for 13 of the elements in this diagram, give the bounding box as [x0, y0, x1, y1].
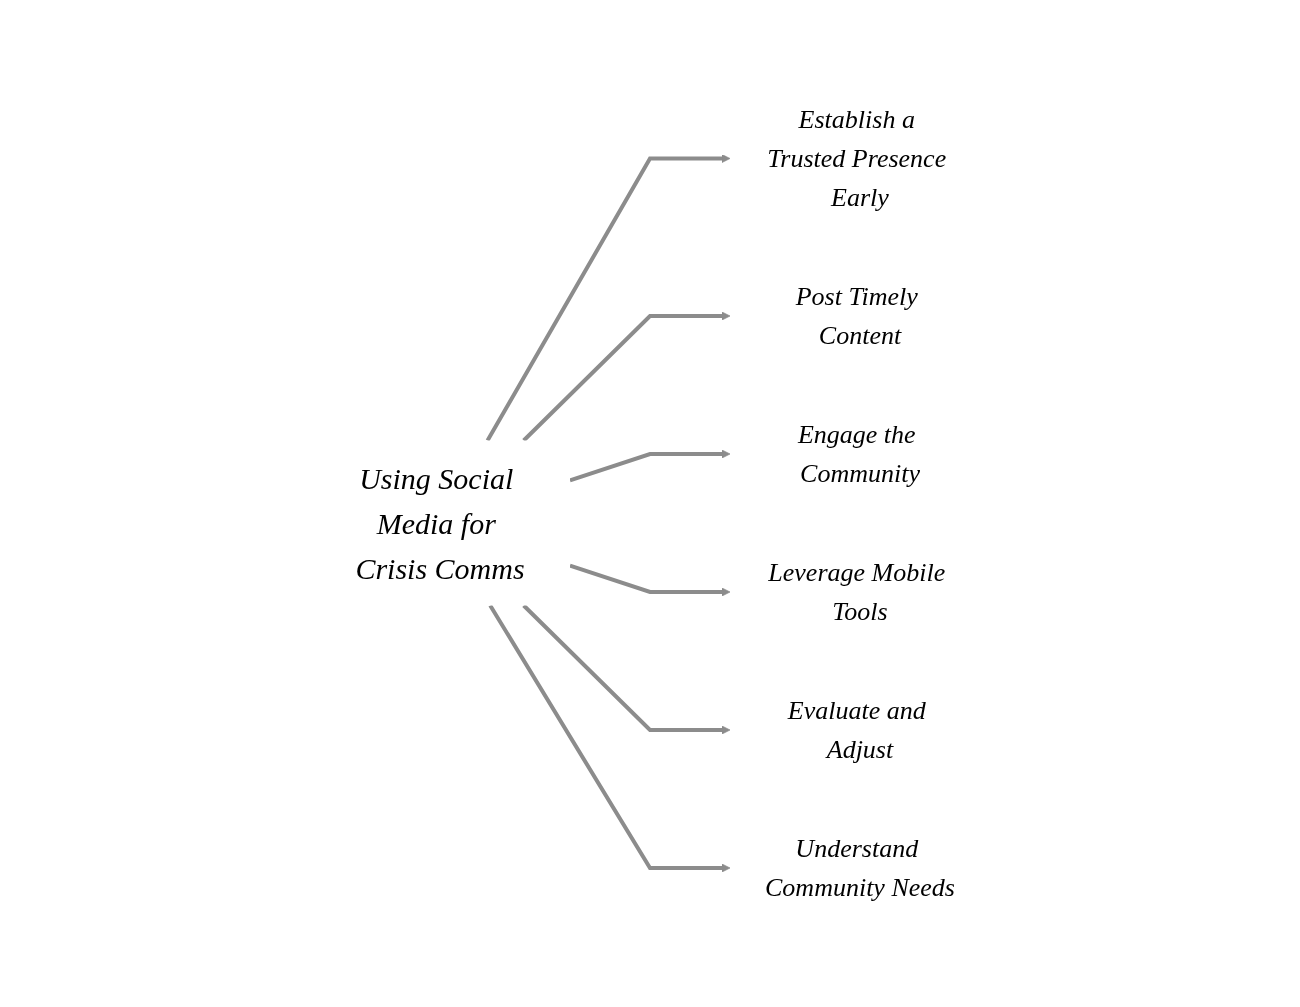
node-text: Understand Community Needs	[765, 834, 955, 902]
arrow	[522, 604, 731, 735]
arrow	[569, 563, 731, 597]
node-text: Post Timely Content	[795, 282, 918, 350]
arrow	[488, 604, 731, 873]
arrow	[522, 311, 731, 442]
arrow	[485, 154, 731, 442]
node-text: Establish a Trusted Presence Early	[767, 105, 947, 212]
node-text: Engage the Community	[797, 420, 920, 488]
node-text: Evaluate and Adjust	[787, 696, 926, 764]
node-text: Using Social Media for Crisis Comms	[355, 461, 525, 585]
arrow	[569, 449, 731, 483]
node-text: Leverage Mobile Tools	[768, 558, 946, 626]
